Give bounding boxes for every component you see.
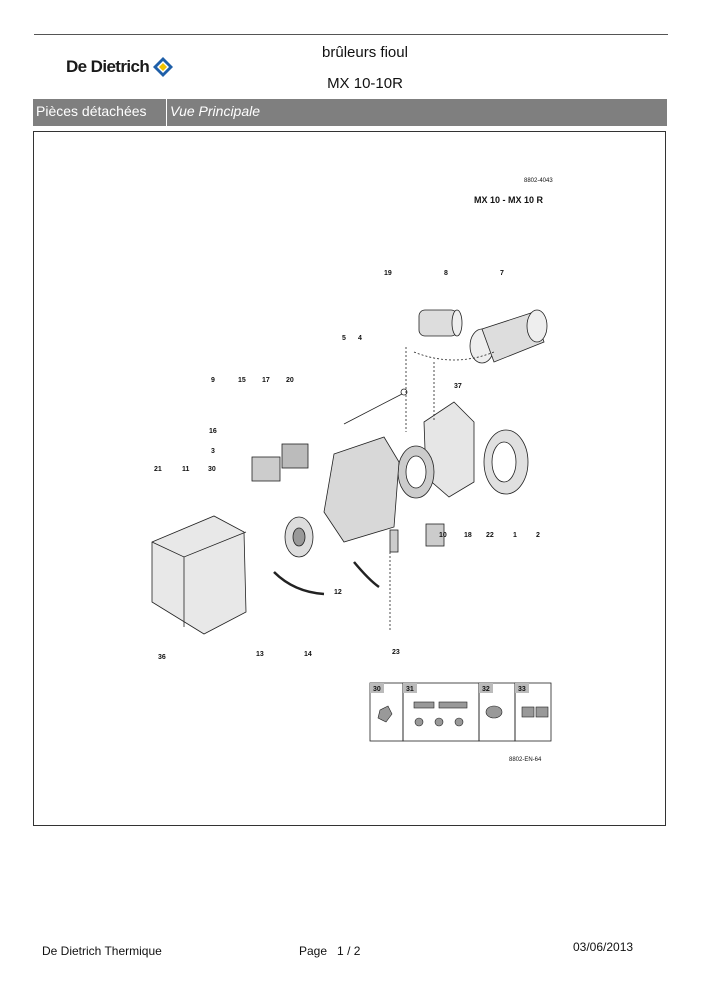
drawing-frame: 8802-4043 MX 10 - MX 10 R 8802-EN-64 — [33, 131, 666, 826]
callout: 22 — [486, 532, 494, 539]
callout: 17 — [262, 377, 270, 384]
footer-company: De Dietrich Thermique — [42, 944, 162, 958]
callout: 30 — [208, 466, 216, 473]
diamond-logo-icon — [153, 57, 174, 77]
footer-date: 03/06/2013 — [573, 940, 634, 954]
callout: 16 — [209, 428, 217, 435]
callout: 23 — [392, 649, 400, 656]
section-label: Pièces détachées — [33, 99, 167, 126]
callout: 13 — [256, 651, 264, 658]
callout: 9 — [211, 377, 215, 384]
callout: 10 — [439, 532, 447, 539]
page-label: Page — [299, 944, 328, 958]
view-label: Vue Principale — [170, 103, 261, 119]
callout: 37 — [454, 383, 462, 390]
callout: 14 — [304, 651, 312, 658]
inset-label: 30 — [373, 686, 381, 693]
inset-label: 31 — [406, 686, 414, 693]
page-current: 1 — [337, 944, 344, 958]
callout: 8 — [444, 270, 448, 277]
burner-parts — [151, 309, 548, 635]
doc-model: MX 10-10R — [327, 75, 403, 92]
inset-panel: 30 31 32 33 — [369, 682, 552, 742]
callout: 7 — [500, 270, 504, 277]
footer-page-number: Page 1 / 2 — [299, 944, 360, 958]
callout: 2 — [536, 532, 540, 539]
header-rule — [34, 34, 668, 35]
callout: 4 — [358, 335, 362, 342]
drawing-ref-bottom: 8802-EN-64 — [509, 757, 542, 763]
brand-name: De Dietrich — [66, 57, 150, 76]
callout: 21 — [154, 466, 162, 473]
callout: 1 — [513, 532, 517, 539]
callout: 36 — [158, 654, 166, 661]
exploded-view-drawing: 8802-4043 MX 10 - MX 10 R 8802-EN-64 — [151, 178, 553, 763]
brand-logo: De Dietrich — [66, 56, 174, 78]
callout: 12 — [334, 589, 342, 596]
doc-title: brûleurs fioul — [322, 44, 408, 61]
callout: 5 — [342, 335, 346, 342]
callout: 20 — [286, 377, 294, 384]
drawing-model: MX 10 - MX 10 R — [474, 195, 544, 205]
inset-label: 32 — [482, 686, 490, 693]
page-total: 2 — [353, 944, 361, 958]
callout-labels: 19 8 7 5 4 37 9 15 17 20 16 3 21 11 30 1… — [154, 270, 540, 661]
callout: 3 — [211, 448, 215, 455]
inset-label: 33 — [518, 686, 526, 693]
callout: 15 — [238, 377, 246, 384]
callout: 19 — [384, 270, 392, 277]
drawing-ref-top: 8802-4043 — [524, 178, 553, 184]
callout: 18 — [464, 532, 472, 539]
page-separator: / — [347, 944, 351, 958]
callout: 11 — [182, 466, 190, 473]
section-bar: Pièces détachées Vue Principale — [33, 99, 667, 126]
